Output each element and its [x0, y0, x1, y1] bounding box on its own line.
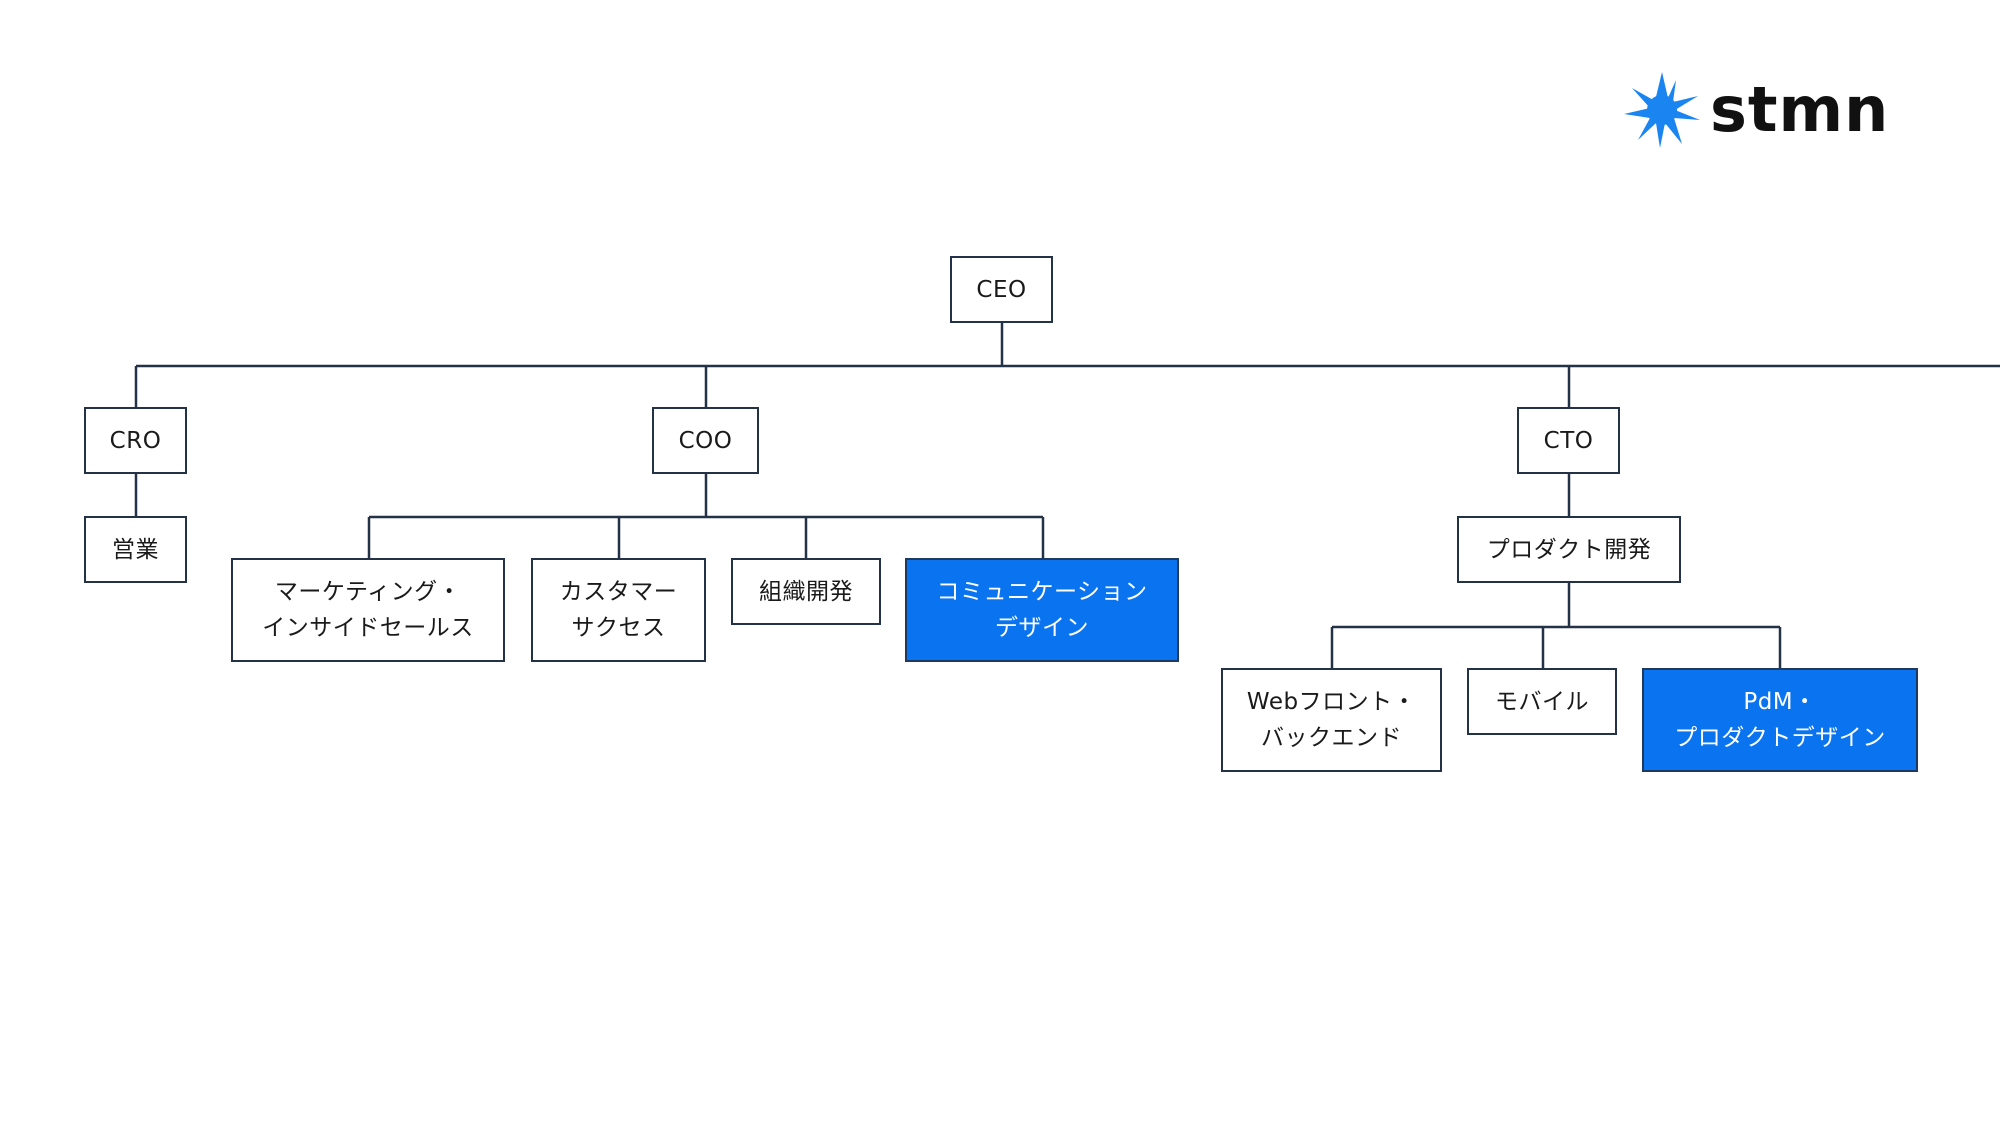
node-comm-design: コミュニケーション デザイン — [905, 558, 1179, 662]
star-burst-icon — [1624, 72, 1700, 148]
node-org-dev: 組織開発 — [731, 558, 881, 625]
node-ceo: CEO — [950, 256, 1053, 323]
node-mobile: モバイル — [1467, 668, 1617, 735]
node-pdm: PdM・ プロダクトデザイン — [1642, 668, 1918, 772]
node-cro: CRO — [84, 407, 187, 474]
node-web: Webフロント・ バックエンド — [1221, 668, 1442, 772]
node-sales: 営業 — [84, 516, 187, 583]
node-coo: COO — [652, 407, 759, 474]
node-marketing: マーケティング・ インサイドセールス — [231, 558, 505, 662]
node-product-dev: プロダクト開発 — [1457, 516, 1681, 583]
logo-wordmark: stmn — [1710, 73, 1890, 146]
node-cto: CTO — [1517, 407, 1620, 474]
stmn-logo: stmn — [1620, 68, 1910, 152]
node-customer-success: カスタマー サクセス — [531, 558, 706, 662]
